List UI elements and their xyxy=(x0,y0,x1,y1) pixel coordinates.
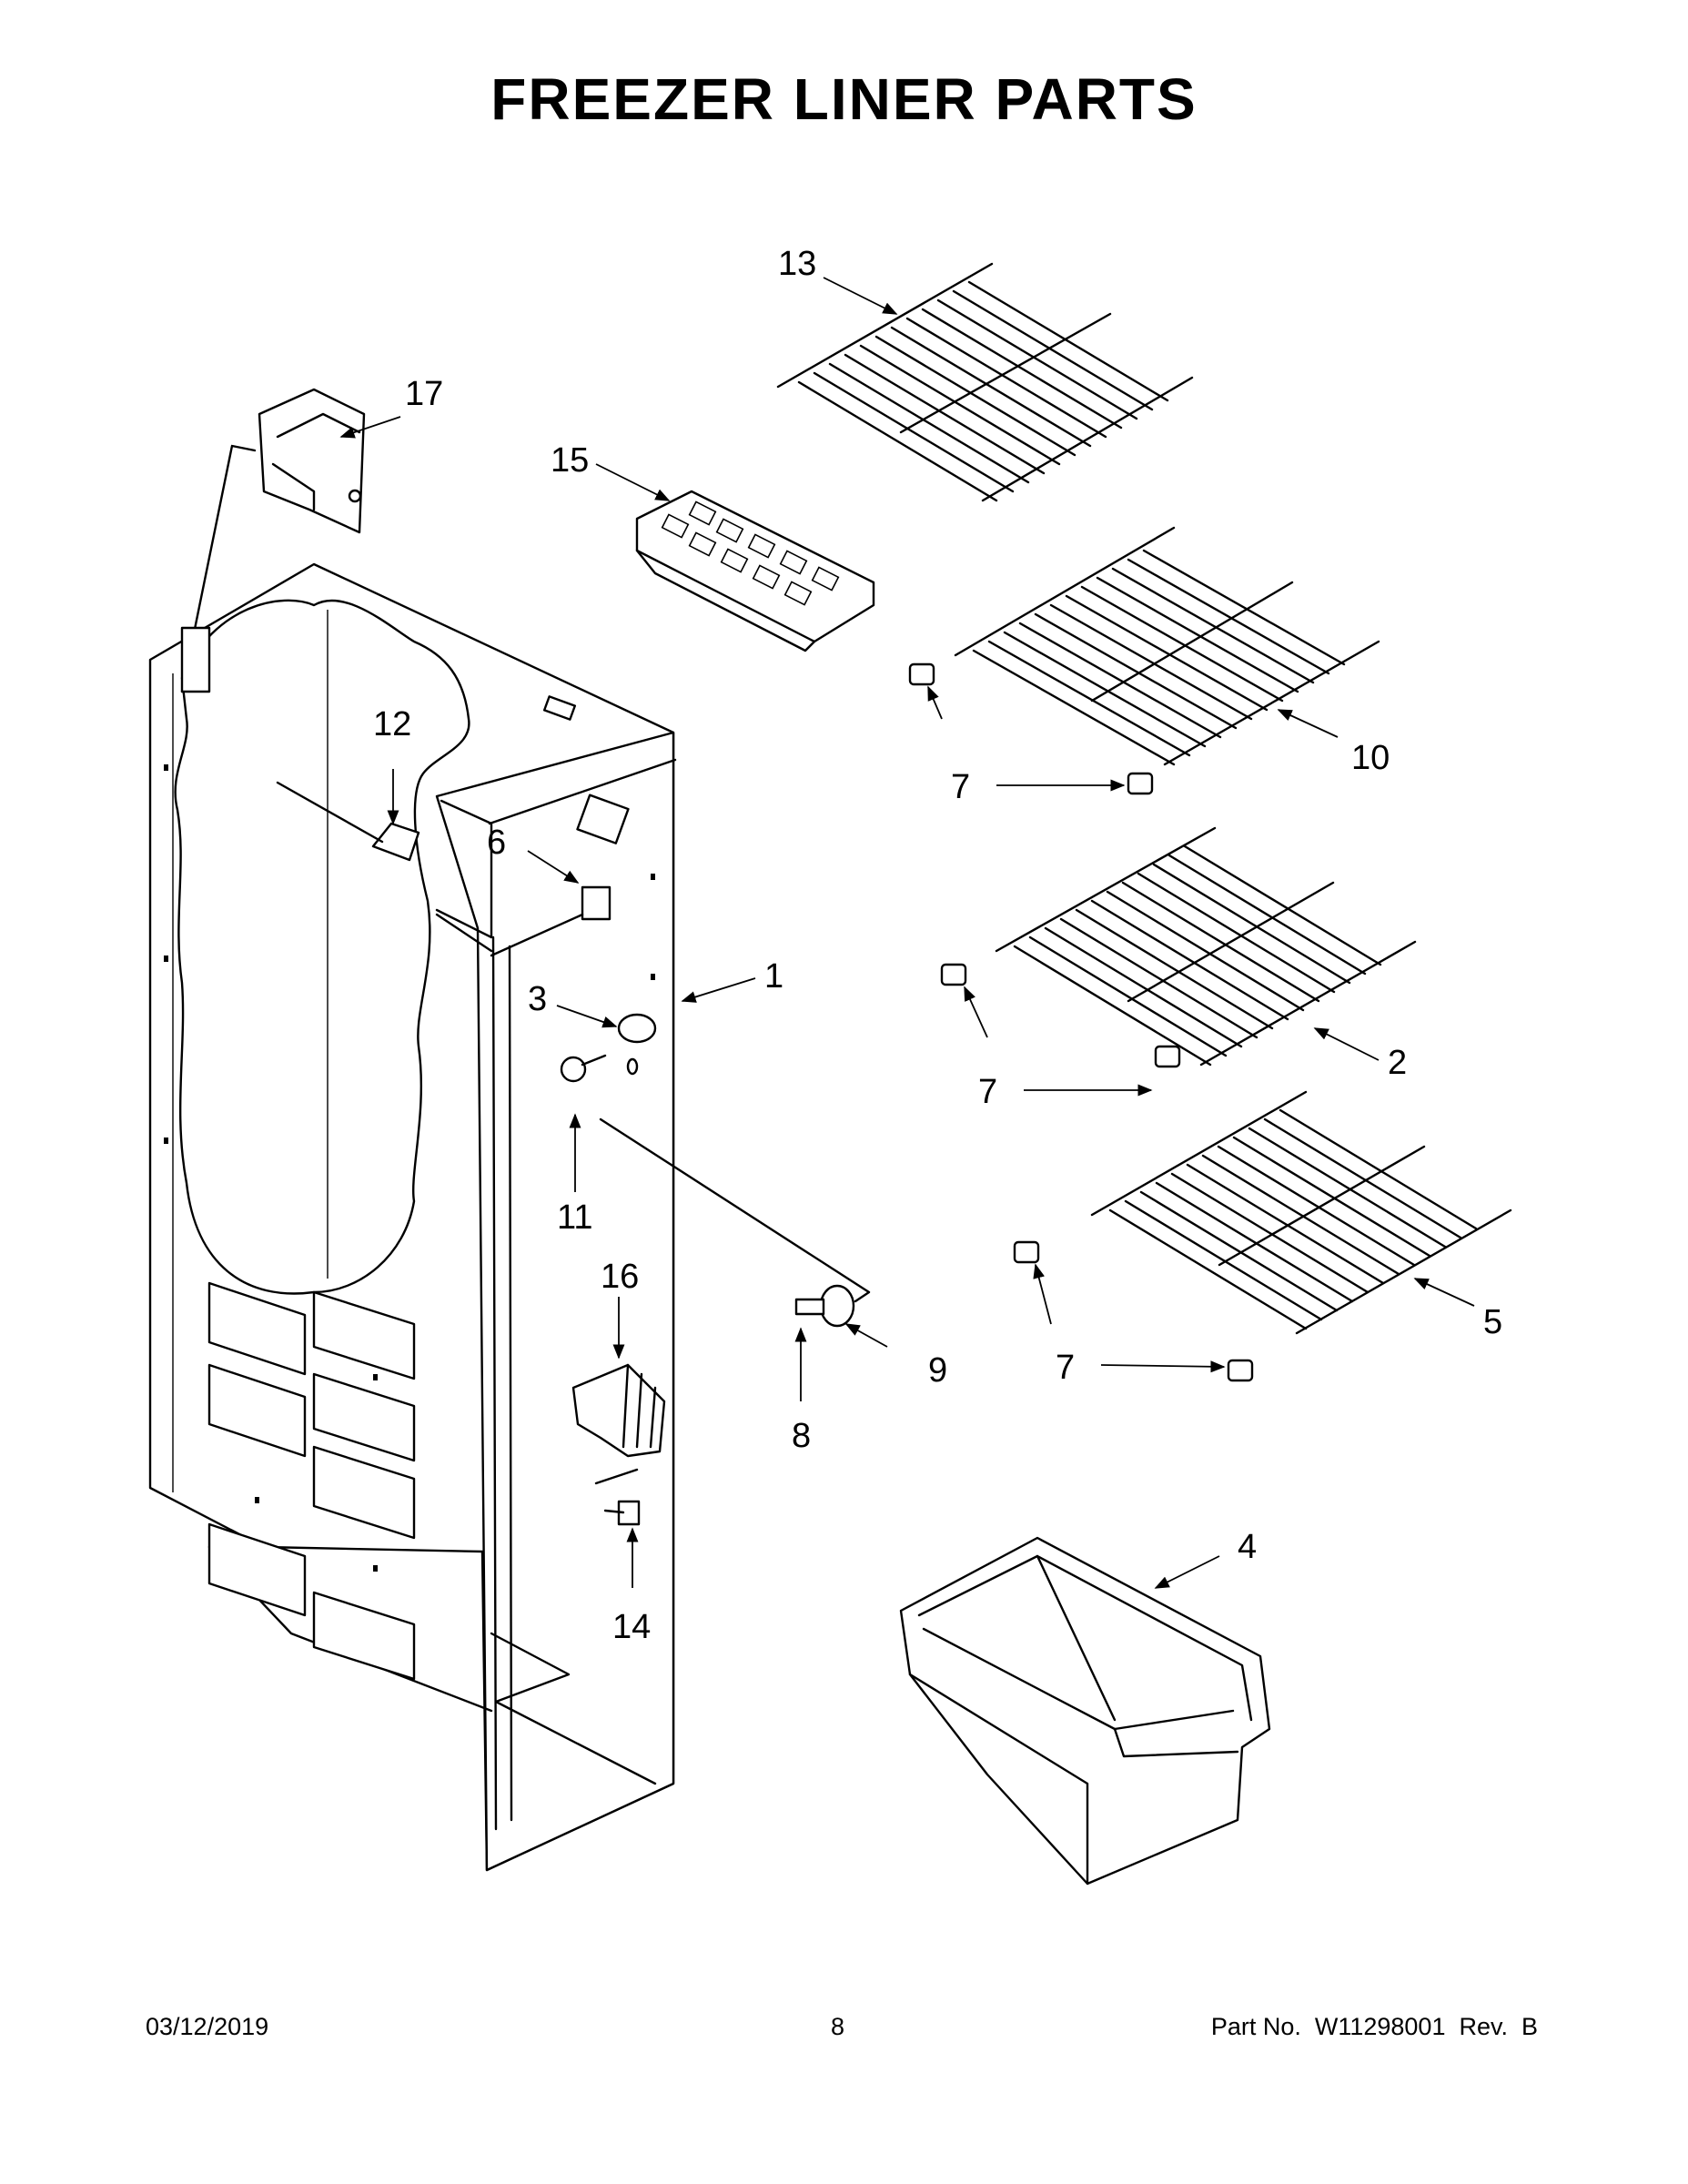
callout-10: 10 xyxy=(1351,739,1390,777)
part-14-screw xyxy=(603,1500,641,1526)
footer-date: 03/12/2019 xyxy=(146,2013,269,2040)
callout-17: 17 xyxy=(405,375,443,413)
callout-7-third: 7 xyxy=(1056,1349,1075,1387)
callout-7-second: 7 xyxy=(978,1073,997,1111)
callout-5: 5 xyxy=(1483,1303,1502,1341)
callout-2: 2 xyxy=(1388,1044,1407,1082)
callout-8: 8 xyxy=(792,1417,811,1455)
part-3-light xyxy=(617,1013,657,1044)
shelf-5 xyxy=(1090,1090,1512,1335)
freezer-liner-drawing xyxy=(148,562,677,1872)
shelf-10 xyxy=(954,526,1380,766)
part-15-ice-tray xyxy=(635,490,875,652)
callout-1: 1 xyxy=(764,957,783,996)
callout-15: 15 xyxy=(551,441,589,480)
part-16-cover xyxy=(571,1363,666,1485)
leader-lines xyxy=(339,277,1475,1589)
callout-13: 13 xyxy=(778,245,816,283)
part-9-thermostat xyxy=(599,1117,871,1328)
callout-9: 9 xyxy=(928,1351,947,1390)
callout-12: 12 xyxy=(373,705,411,743)
shelf-13 xyxy=(776,262,1194,502)
part-6-bin xyxy=(899,1536,1271,1886)
callout-11: 11 xyxy=(557,1198,592,1237)
part-11-bulb xyxy=(560,1054,639,1083)
callout-6: 4 xyxy=(1238,1528,1257,1566)
shelf-2 xyxy=(995,826,1417,1067)
shelf-supports xyxy=(908,662,1254,1382)
footer-part-number: Part No. W11298001 Rev. B xyxy=(1210,2013,1538,2040)
callout-4: 6 xyxy=(487,824,506,862)
part-12-clip xyxy=(276,781,420,862)
part-17-bracket xyxy=(180,388,366,693)
foam-pads xyxy=(207,1281,416,1681)
callout-7-first: 7 xyxy=(951,768,970,806)
page-title: FREEZER LINER PARTS xyxy=(490,66,1198,132)
callout-3: 3 xyxy=(528,980,547,1018)
part-4-switch xyxy=(490,885,612,957)
footer-page-number: 8 xyxy=(831,2013,845,2040)
callout-14: 14 xyxy=(612,1608,651,1646)
callout-numbers: 13 17 15 10 12 7 6 1 3 2 7 11 16 5 9 7 8… xyxy=(373,245,1502,1646)
callout-16: 16 xyxy=(601,1258,639,1296)
